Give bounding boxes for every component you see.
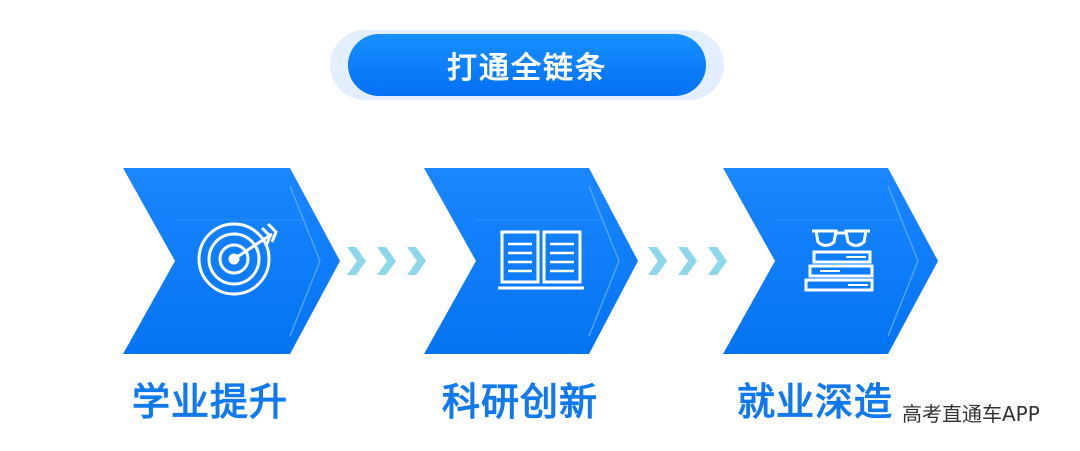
glasses-books-icon <box>804 229 874 292</box>
open-book-icon <box>498 230 584 290</box>
step-3-label: 就业深造 <box>736 379 893 424</box>
watermark: 高考直通车APP <box>902 401 1040 426</box>
title-banner: 打通全链条 <box>330 30 724 100</box>
connector-1 <box>347 247 426 275</box>
connector-2 <box>648 247 727 275</box>
target-arrow-icon <box>197 222 278 296</box>
step-1-label: 学业提升 <box>131 379 288 424</box>
title-pill: 打通全链条 <box>348 34 706 96</box>
step-2-label: 科研创新 <box>441 379 598 424</box>
